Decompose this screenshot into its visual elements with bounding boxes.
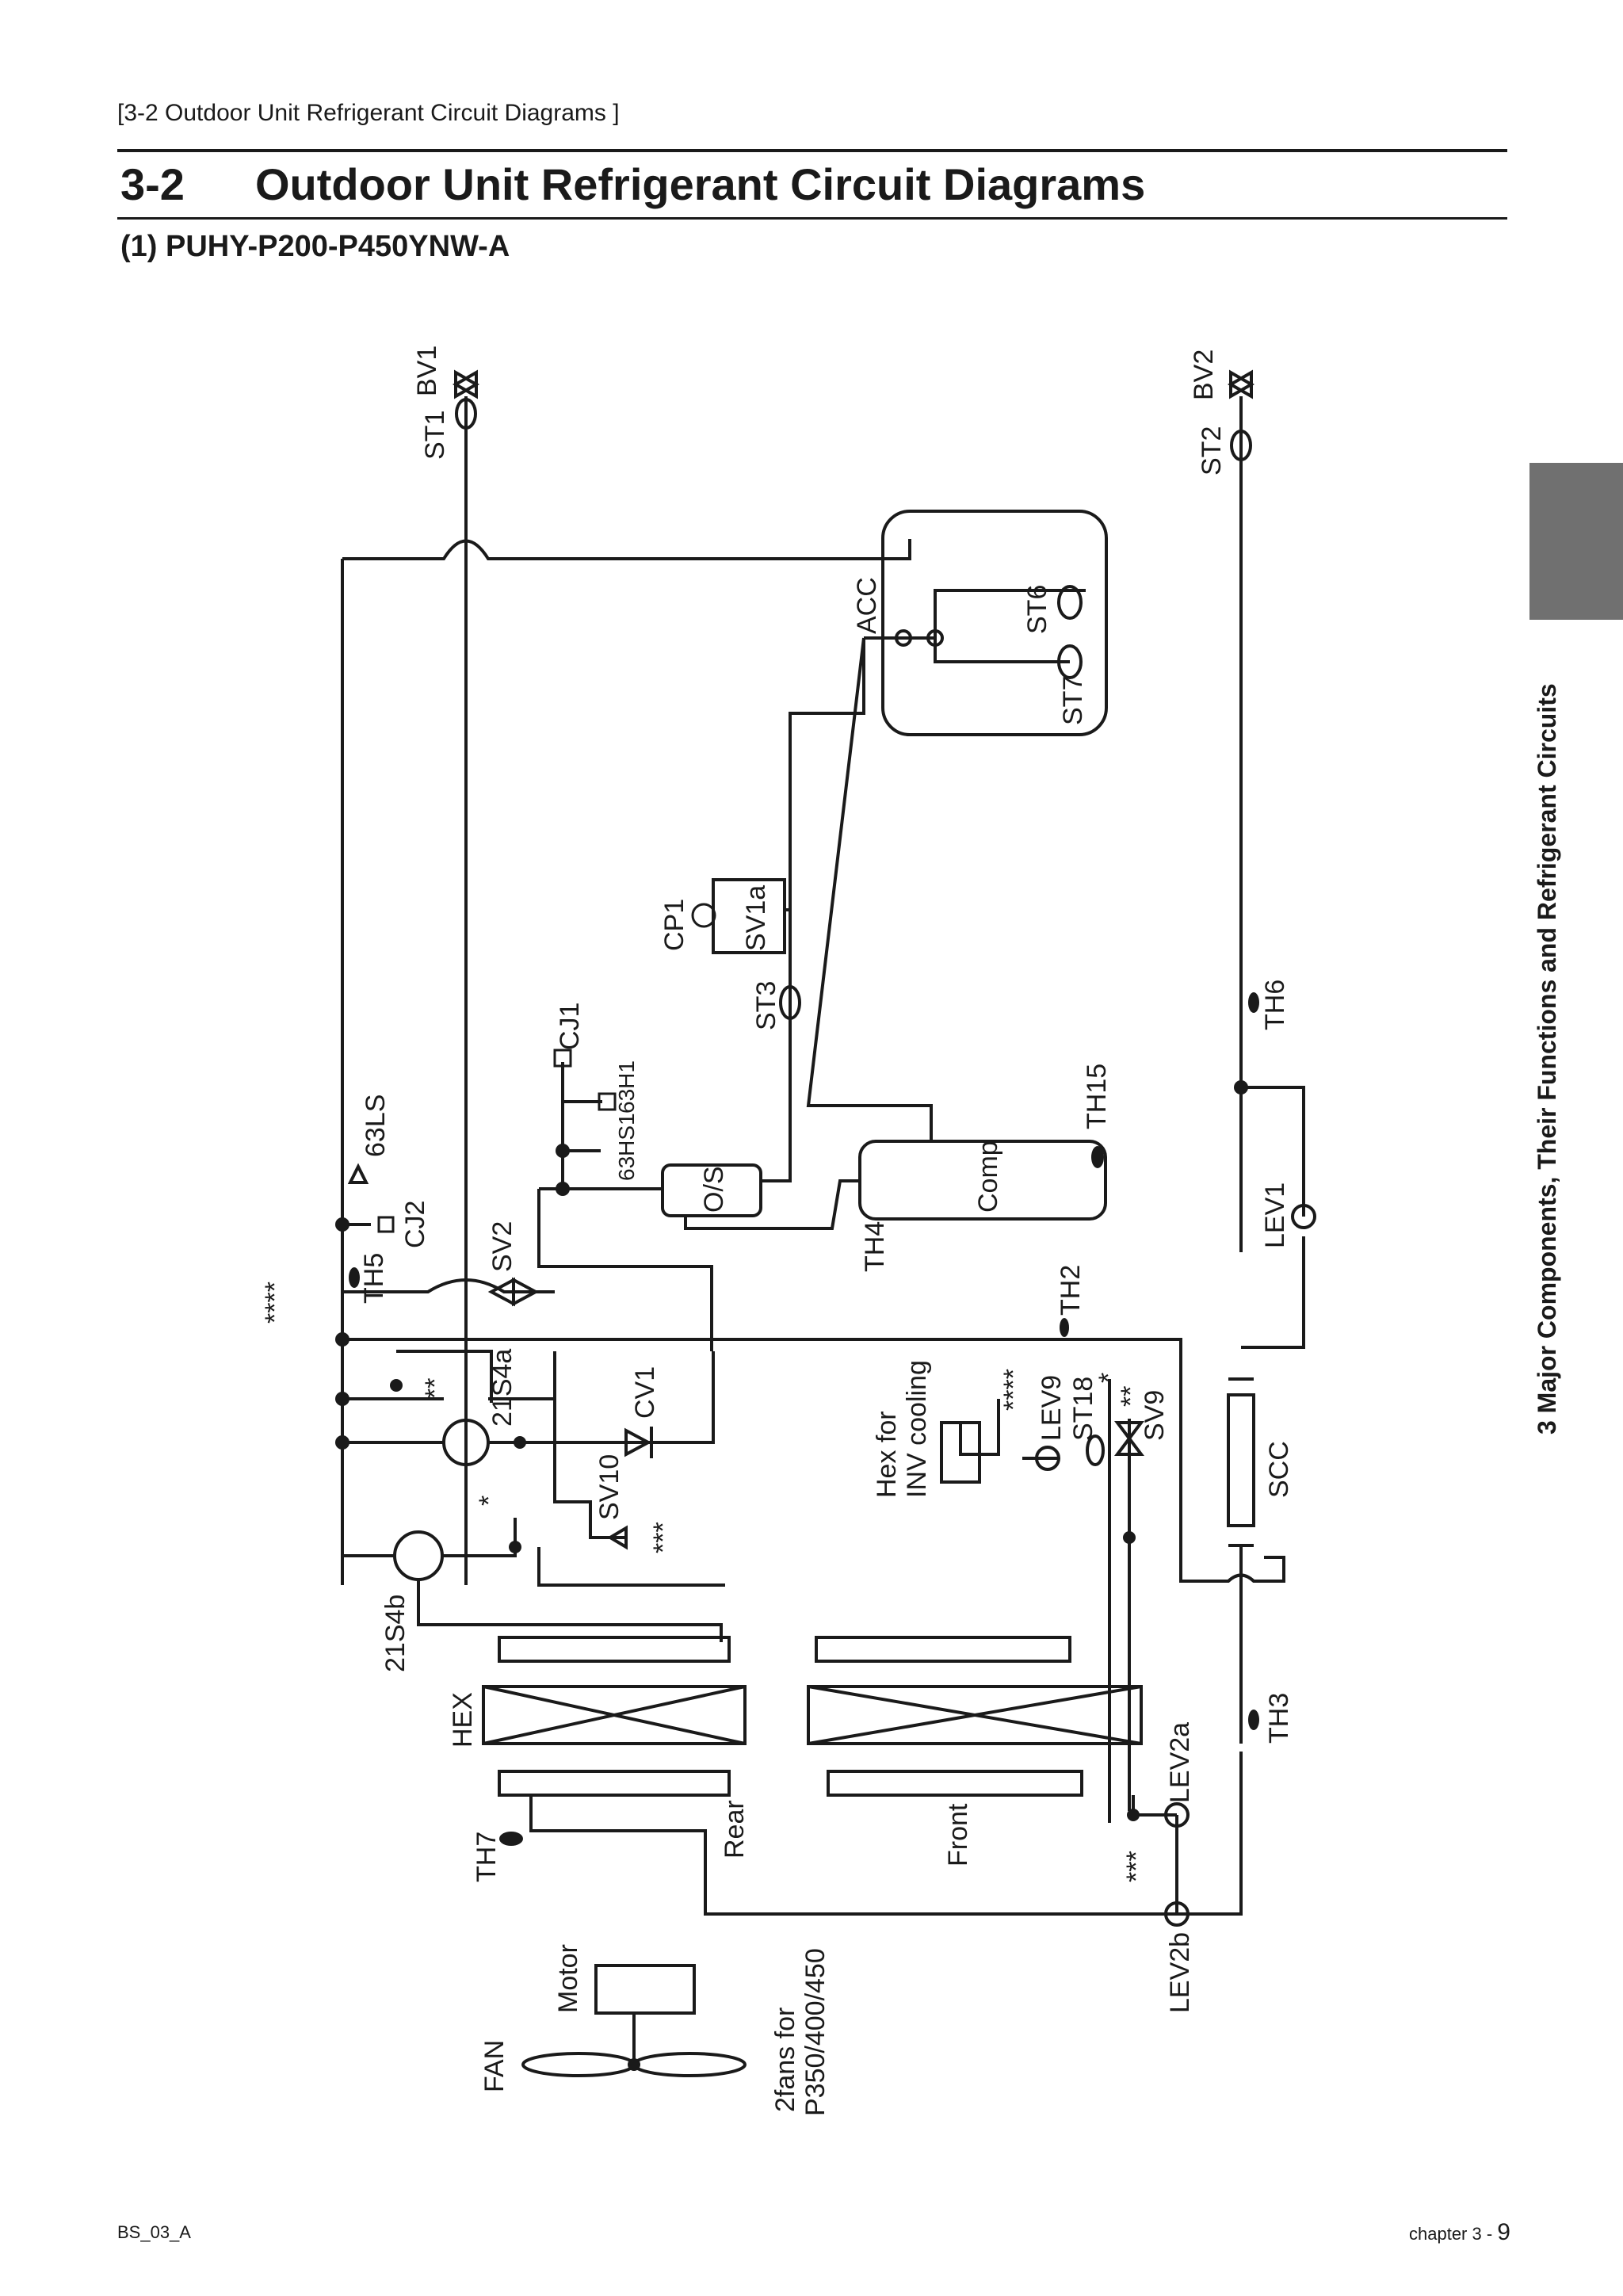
label-lev1: LEV1 — [1260, 1182, 1290, 1248]
subcool-coil-scc — [1227, 1393, 1255, 1527]
lev2b-valve — [1164, 1901, 1190, 1927]
label-lev2b: LEV2b — [1165, 1932, 1195, 2013]
label-th5: TH5 — [359, 1253, 389, 1304]
label-cv1: CV1 — [630, 1366, 660, 1419]
label-th4: TH4 — [860, 1221, 890, 1272]
section-title: Outdoor Unit Refrigerant Circuit Diagram… — [255, 159, 1146, 209]
strainer-st1 — [455, 398, 477, 430]
label-sv9: SV9 — [1140, 1390, 1170, 1441]
label-63ls: 63LS — [361, 1095, 391, 1157]
label-star4-b: **** — [999, 1369, 1029, 1411]
label-st2: ST2 — [1197, 426, 1227, 476]
diagram-labels: BV1 ST1 BV2 ST2 ACC ST6 ST7 CP1 SV1a ST3… — [260, 346, 1294, 2116]
label-star1-a: * — [474, 1496, 504, 1506]
label-star1-b: * — [1094, 1373, 1124, 1383]
section-number: 3-2 — [120, 159, 185, 209]
label-rear: Rear — [720, 1800, 750, 1859]
four-way-valve-21s4b — [393, 1530, 444, 1581]
label-bv2: BV2 — [1189, 350, 1219, 400]
accumulator-acc — [881, 510, 1108, 736]
label-fans-line1: 2fans for — [770, 2008, 800, 2112]
label-bv1: BV1 — [412, 346, 442, 396]
label-sv10: SV10 — [594, 1454, 624, 1520]
label-th7: TH7 — [472, 1832, 502, 1882]
capillary-cp1 — [712, 878, 786, 954]
circuit-piping — [335, 369, 1316, 2077]
strainer-st18 — [1086, 1435, 1105, 1466]
label-fans-line2: P350/400/450 — [800, 1948, 831, 2116]
label-star3-b: *** — [1121, 1851, 1151, 1882]
label-st7: ST7 — [1058, 676, 1088, 725]
label-lev2a: LEV2a — [1165, 1722, 1195, 1803]
label-21s4a: 21S4a — [487, 1349, 517, 1427]
label-hex-inv-line2: INV cooling — [902, 1360, 932, 1498]
label-hex-inv-line1: Hex for — [872, 1411, 902, 1498]
strainer-st6 — [1057, 585, 1083, 620]
lev1-valve — [1291, 1204, 1316, 1229]
footer-chapter: chapter 3 - — [1409, 2224, 1498, 2244]
label-63hs1: 63HS1 — [614, 1113, 639, 1181]
label-st18: ST18 — [1068, 1377, 1098, 1441]
footer-page: chapter 3 - 9 — [1409, 2219, 1510, 2246]
label-cp1: CP1 — [659, 899, 689, 951]
label-os: O/S — [699, 1166, 729, 1213]
label-lev9: LEV9 — [1037, 1375, 1067, 1441]
chapter-side-tab — [1529, 463, 1623, 620]
label-fan: FAN — [479, 2040, 510, 2092]
label-cj1: CJ1 — [555, 1003, 585, 1050]
label-motor: Motor — [553, 1944, 583, 2013]
label-front: Front — [943, 1803, 973, 1866]
strainer-st3 — [779, 985, 801, 1020]
lev2a-valve — [1164, 1802, 1190, 1828]
label-star3-a: *** — [648, 1522, 678, 1553]
label-th3: TH3 — [1264, 1693, 1294, 1744]
label-acc: ACC — [852, 577, 882, 634]
heat-exchanger-front — [807, 1636, 1143, 1797]
label-sv2: SV2 — [487, 1221, 517, 1272]
label-hex: HEX — [448, 1692, 478, 1748]
strainer-st2 — [1230, 430, 1252, 461]
model-title: (1) PUHY-P200-P450YNW-A — [120, 230, 510, 263]
label-th2: TH2 — [1056, 1265, 1086, 1316]
header-rule-top — [117, 149, 1507, 152]
label-star4-a: **** — [260, 1282, 290, 1324]
label-star2-b: ** — [1116, 1386, 1146, 1407]
footer-doc-code: BS_03_A — [117, 2222, 191, 2242]
label-star2-a: ** — [420, 1378, 450, 1399]
label-63h1: 63H1 — [614, 1060, 639, 1114]
fan-motor — [594, 1964, 696, 2015]
label-comp: Comp — [973, 1140, 1003, 1213]
label-st3: ST3 — [751, 981, 781, 1030]
header-rule-bottom — [117, 217, 1507, 220]
label-scc: SCC — [1264, 1441, 1294, 1498]
footer-page-number: 9 — [1497, 2219, 1510, 2245]
heat-exchanger-rear — [482, 1636, 747, 1797]
running-header: [3-2 Outdoor Unit Refrigerant Circuit Di… — [117, 100, 620, 126]
label-th15: TH15 — [1082, 1064, 1112, 1129]
label-th6: TH6 — [1260, 980, 1290, 1030]
strainer-st7 — [1057, 644, 1083, 679]
label-st1: ST1 — [420, 411, 450, 460]
fan-blade — [521, 2052, 636, 2077]
label-st6: ST6 — [1022, 585, 1052, 634]
label-cj2: CJ2 — [400, 1201, 430, 1248]
label-21s4b: 21S4b — [380, 1595, 411, 1672]
label-sv1a: SV1a — [741, 885, 771, 951]
